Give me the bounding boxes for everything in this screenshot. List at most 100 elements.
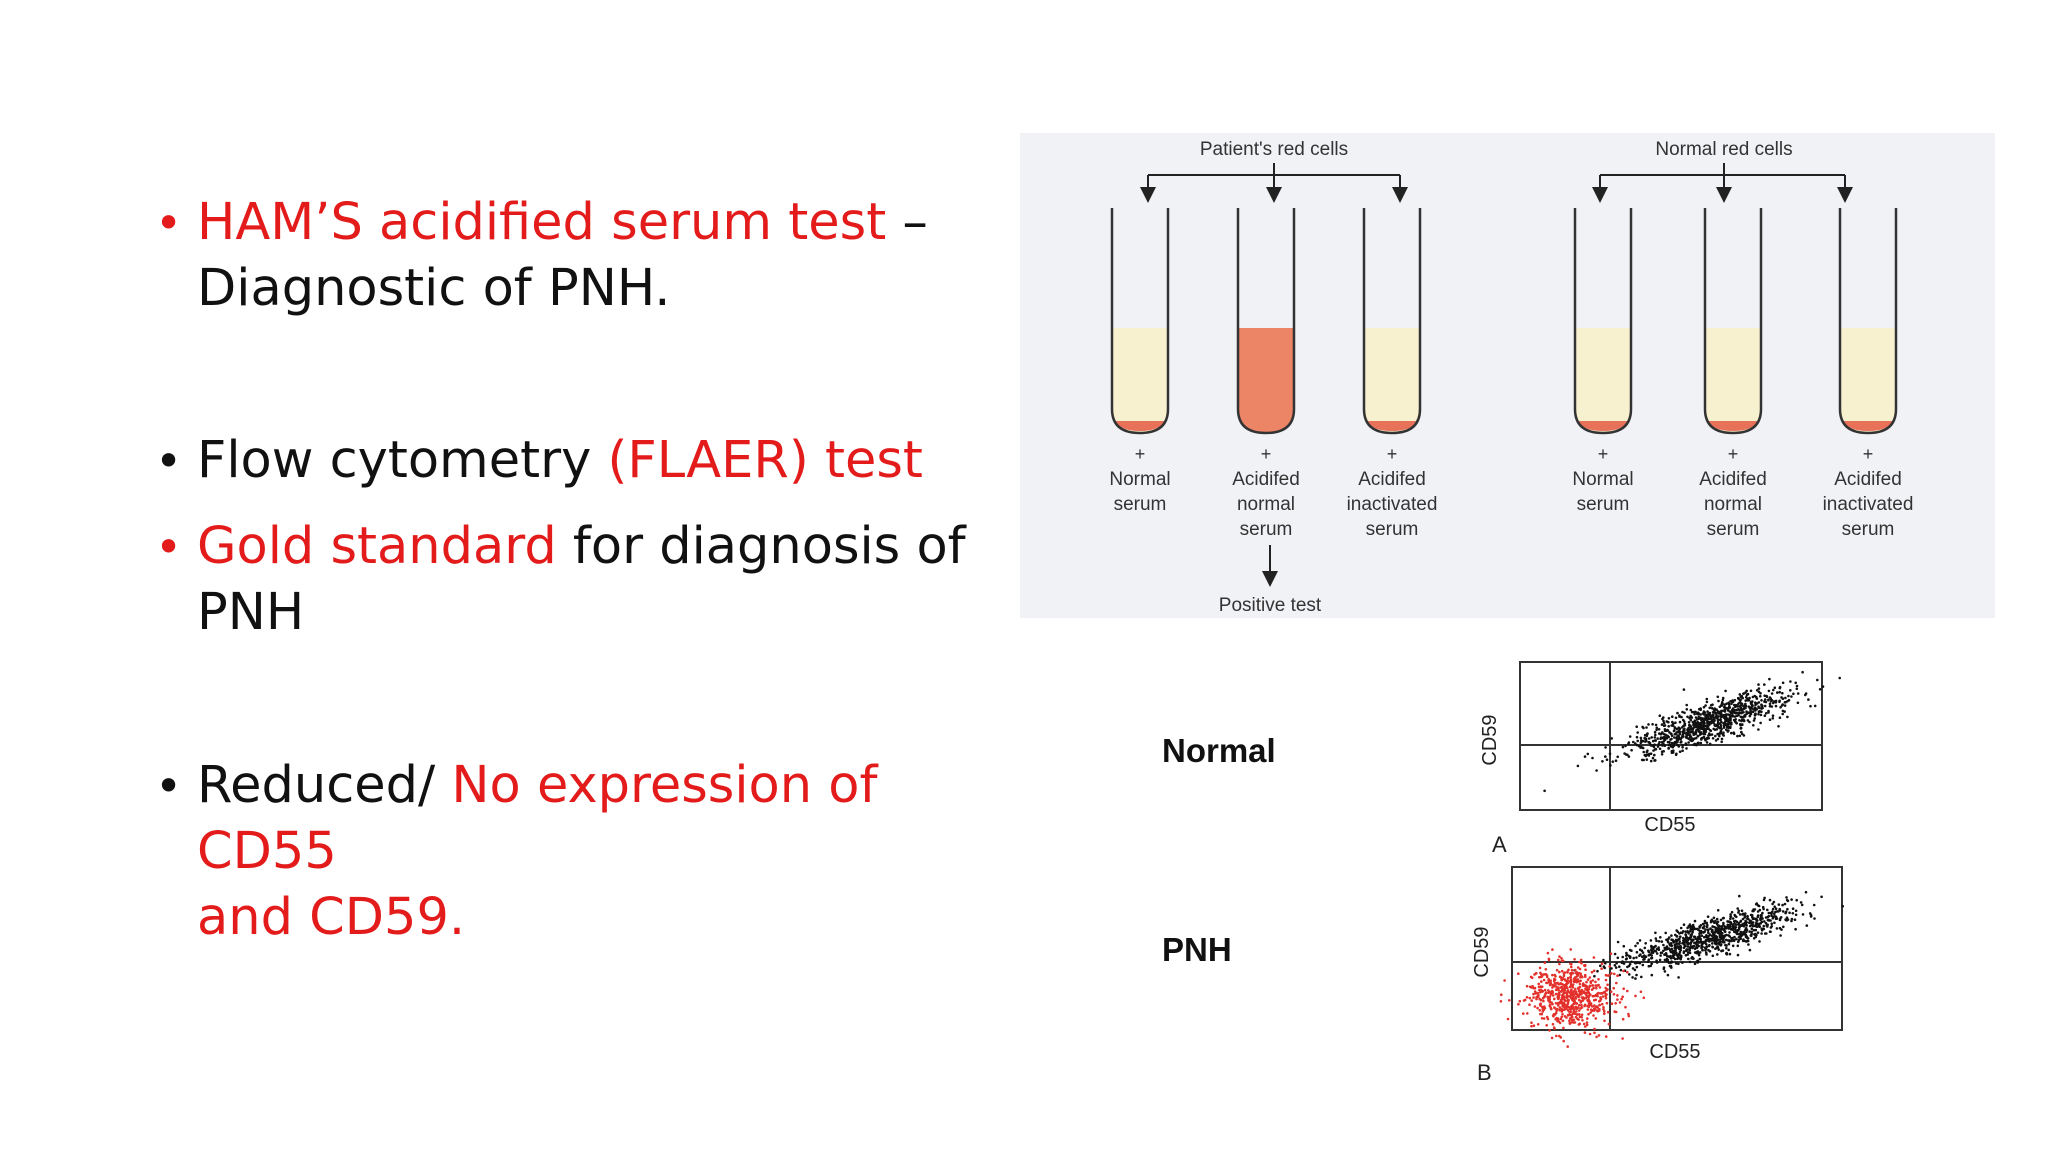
scatter-point bbox=[1643, 946, 1647, 950]
scatter-point bbox=[1691, 720, 1695, 724]
scatter-point bbox=[1682, 688, 1686, 691]
scatter-point bbox=[1559, 975, 1562, 979]
scatter-point bbox=[1754, 703, 1757, 707]
scatter-point bbox=[1739, 919, 1743, 923]
scatter-point bbox=[1714, 926, 1718, 930]
scatter-point bbox=[1758, 706, 1761, 710]
scatter-point bbox=[1704, 714, 1708, 717]
scatter-point bbox=[1705, 741, 1709, 744]
scatter-point bbox=[1530, 1021, 1533, 1024]
gold-standard-label: Gold standard bbox=[197, 517, 557, 576]
scatter-point bbox=[1742, 924, 1746, 928]
scatter-point bbox=[1679, 926, 1683, 930]
scatter-point bbox=[1560, 969, 1564, 973]
scatter-point bbox=[1749, 712, 1753, 716]
scatter-point bbox=[1615, 981, 1618, 985]
scatter-point bbox=[1723, 927, 1726, 930]
scatter-point bbox=[1533, 986, 1537, 990]
scatter-point bbox=[1563, 995, 1566, 999]
scatter-point bbox=[1570, 1018, 1574, 1021]
scatter-point bbox=[1622, 944, 1626, 948]
scatter-point bbox=[1695, 950, 1698, 954]
scatter-point bbox=[1692, 710, 1696, 714]
scatter-point bbox=[1534, 972, 1538, 975]
scatter-point bbox=[1691, 730, 1695, 734]
scatter-point bbox=[1624, 1005, 1627, 1009]
scatter-point bbox=[1717, 699, 1720, 703]
scatter-point bbox=[1722, 709, 1725, 712]
scatter-point bbox=[1720, 703, 1724, 707]
scatter-point bbox=[1540, 1012, 1544, 1016]
tube-plus: + bbox=[1387, 444, 1398, 464]
scatter-point bbox=[1771, 907, 1775, 911]
scatter-point bbox=[1625, 954, 1628, 957]
scatter-point bbox=[1621, 745, 1625, 749]
scatter-point bbox=[1639, 953, 1642, 956]
scatter-point bbox=[1768, 696, 1772, 699]
scatter-point bbox=[1677, 976, 1680, 979]
scatter-point bbox=[1698, 951, 1702, 954]
scatter-point bbox=[1592, 969, 1596, 973]
scatter-point bbox=[1719, 718, 1722, 722]
scatter-point bbox=[1755, 902, 1759, 905]
scatter-point bbox=[1792, 692, 1795, 696]
scatter-point bbox=[1716, 695, 1720, 699]
scatter-point bbox=[1548, 1003, 1552, 1007]
scatter-point bbox=[1625, 951, 1628, 955]
scatter-point bbox=[1573, 999, 1576, 1003]
scatter-point bbox=[1649, 948, 1653, 952]
scatter-point bbox=[1735, 923, 1738, 926]
scatter-point bbox=[1547, 957, 1551, 961]
scatter-point bbox=[1739, 727, 1742, 730]
scatter-point bbox=[1771, 717, 1775, 720]
scatter-point bbox=[1566, 979, 1569, 982]
scatter-point bbox=[1694, 736, 1698, 740]
scatter-point bbox=[1567, 1014, 1570, 1017]
panel-a-y-label: CD59 bbox=[1479, 714, 1501, 765]
scatter-point bbox=[1626, 970, 1629, 974]
tube-glass bbox=[1236, 208, 1296, 435]
scatter-point bbox=[1637, 744, 1641, 748]
scatter-point bbox=[1799, 901, 1803, 904]
scatter-point bbox=[1553, 1027, 1556, 1030]
scatter-point bbox=[1770, 925, 1774, 928]
scatter-point bbox=[1598, 1000, 1601, 1003]
scatter-point bbox=[1683, 729, 1686, 732]
scatter-point bbox=[1657, 940, 1661, 943]
scatter-point bbox=[1737, 713, 1740, 717]
scatter-point bbox=[1711, 737, 1715, 740]
scatter-point bbox=[1594, 984, 1597, 987]
scatter-point bbox=[1705, 943, 1708, 946]
scatter-point bbox=[1595, 769, 1598, 772]
scatter-point bbox=[1748, 720, 1751, 724]
tube-label-line: normal bbox=[1704, 494, 1762, 515]
scatter-point bbox=[1786, 899, 1790, 903]
scatter-point bbox=[1721, 698, 1725, 702]
scatter-point bbox=[1616, 974, 1619, 977]
bullet-text: HAM’S acidified serum test – Diagnostic … bbox=[197, 190, 1027, 322]
scatter-point bbox=[1566, 1045, 1569, 1048]
scatter-point bbox=[1777, 910, 1780, 913]
scatter-point bbox=[1692, 723, 1695, 727]
scatter-point bbox=[1780, 696, 1783, 699]
scatter-point bbox=[1671, 720, 1674, 724]
scatter-point bbox=[1689, 715, 1693, 718]
scatter-point bbox=[1778, 716, 1782, 719]
scatter-point bbox=[1727, 722, 1730, 726]
scatter-point bbox=[1517, 1002, 1520, 1006]
scatter-point bbox=[1578, 982, 1582, 986]
scatter-point bbox=[1618, 973, 1622, 977]
scatter-point bbox=[1561, 1003, 1565, 1006]
scatter-point bbox=[1727, 701, 1730, 705]
scatter-point bbox=[1506, 1017, 1510, 1021]
scatter-point bbox=[1640, 740, 1643, 744]
scatter-point bbox=[1701, 922, 1705, 926]
scatter-point bbox=[1711, 942, 1714, 945]
scatter-point bbox=[1716, 732, 1719, 736]
scatter-point bbox=[1655, 939, 1658, 943]
scatter-point bbox=[1583, 1004, 1586, 1008]
scatter-point bbox=[1734, 926, 1738, 929]
scatter-point bbox=[1685, 708, 1689, 711]
tube-glass bbox=[1110, 208, 1170, 435]
scatter-point bbox=[1755, 925, 1758, 928]
